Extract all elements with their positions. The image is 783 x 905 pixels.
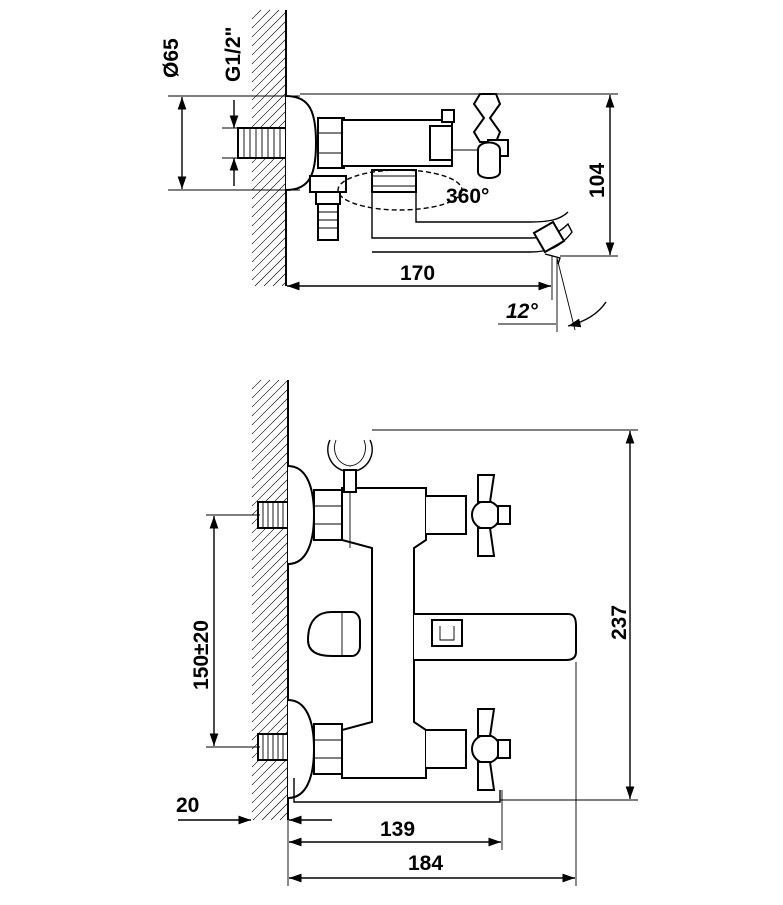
diverter-side <box>309 175 347 241</box>
cross-handle-upper <box>426 474 511 557</box>
dim-offset: 20 <box>176 794 332 825</box>
dim-rotation-label: 360° <box>446 185 489 208</box>
dim-height-label: 104 <box>586 163 609 198</box>
shower-hook <box>327 439 373 548</box>
dim-length: 170 <box>287 256 553 300</box>
dim-height: 104 <box>300 93 618 257</box>
escutcheon-upper <box>287 465 316 565</box>
escutcheon-lower <box>287 699 316 799</box>
dim-spacing-label: 150±20 <box>190 620 213 690</box>
dim-spacing: 150±20 <box>190 514 260 748</box>
front-view: 150±20 237 20 139 184 <box>176 379 638 886</box>
supply-thread-lower <box>257 733 289 761</box>
dim-total-height-label: 237 <box>608 605 631 640</box>
hex-nut-side <box>317 117 345 169</box>
dim-total-length: 184 <box>289 662 577 886</box>
dim-offset-label: 20 <box>176 794 199 817</box>
dim-diameter-label: Ø65 <box>160 38 183 78</box>
cross-handle-lower <box>426 708 511 791</box>
dim-total-length-label: 184 <box>408 852 443 875</box>
dim-spout-label: 139 <box>380 818 415 841</box>
cross-handle-side <box>452 93 509 179</box>
dim-length-label: 170 <box>400 262 435 285</box>
hex-nut-upper <box>313 489 343 541</box>
escutcheon-side <box>285 95 318 191</box>
dim-diameter: Ø65 <box>160 38 300 191</box>
dim-angle: 12° <box>498 257 607 332</box>
dim-total-height: 237 <box>372 429 638 801</box>
dim-spout: 139 <box>287 790 503 886</box>
dim-thread-label: G1/2" <box>222 27 245 82</box>
mixer-body-front <box>341 487 427 779</box>
diverter-knob <box>306 611 361 657</box>
dim-angle-label: 12° <box>506 300 538 323</box>
spout-side <box>371 169 573 265</box>
supply-thread-side <box>237 127 287 159</box>
supply-thread-upper <box>257 501 289 529</box>
dim-thread: G1/2" <box>222 27 245 186</box>
hex-nut-lower <box>313 723 343 775</box>
side-view: 360° Ø65 G1/2" 104 170 <box>160 9 618 332</box>
rotation-ellipse <box>337 169 463 211</box>
